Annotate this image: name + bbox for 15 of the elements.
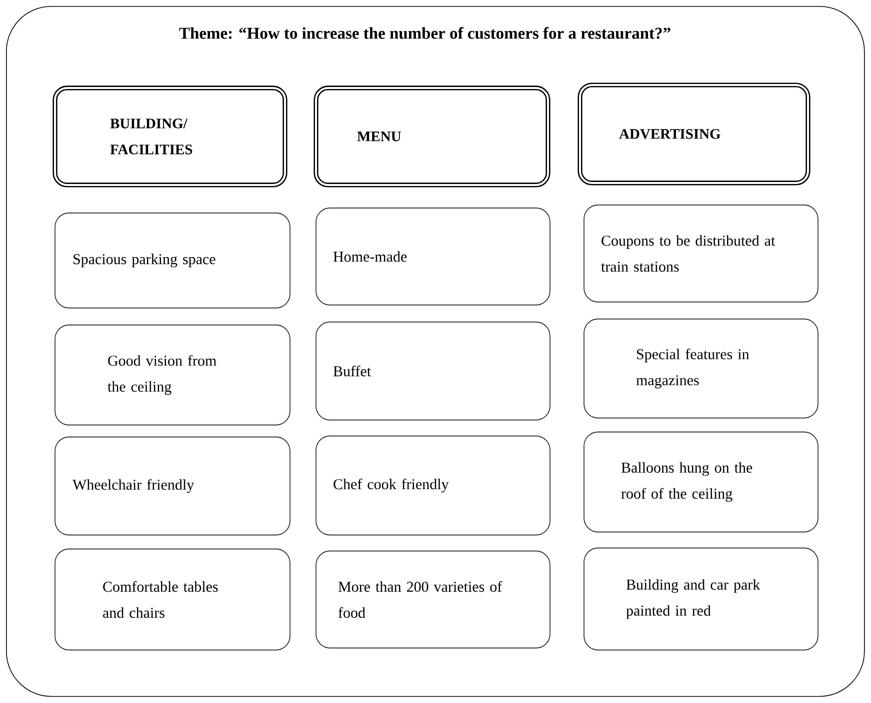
idea-box: Good vision from the ceiling [54,324,290,426]
idea-box: Spacious parking space [54,212,290,308]
idea-box: Home-made [316,208,550,306]
idea-box: Special features in magazines [584,318,818,418]
idea-box: Coupons to be distributed at train stations [584,204,818,302]
idea-box: Buffet [316,322,550,420]
idea-box: Chef cook friendly [316,436,550,536]
idea-box: Wheelchair friendly [54,436,290,536]
idea-box: Comfortable tables and chairs [54,548,290,650]
category-box: MENU [314,86,550,188]
category-box: BUILDING/ FACILITIES [52,86,288,188]
idea-box: More than 200 varieties of food [316,550,550,648]
category-box: ADVERTISING [578,82,810,186]
idea-box: Balloons hung on the roof of the ceiling [584,432,818,532]
idea-box: Building and car park painted in red [584,548,818,650]
